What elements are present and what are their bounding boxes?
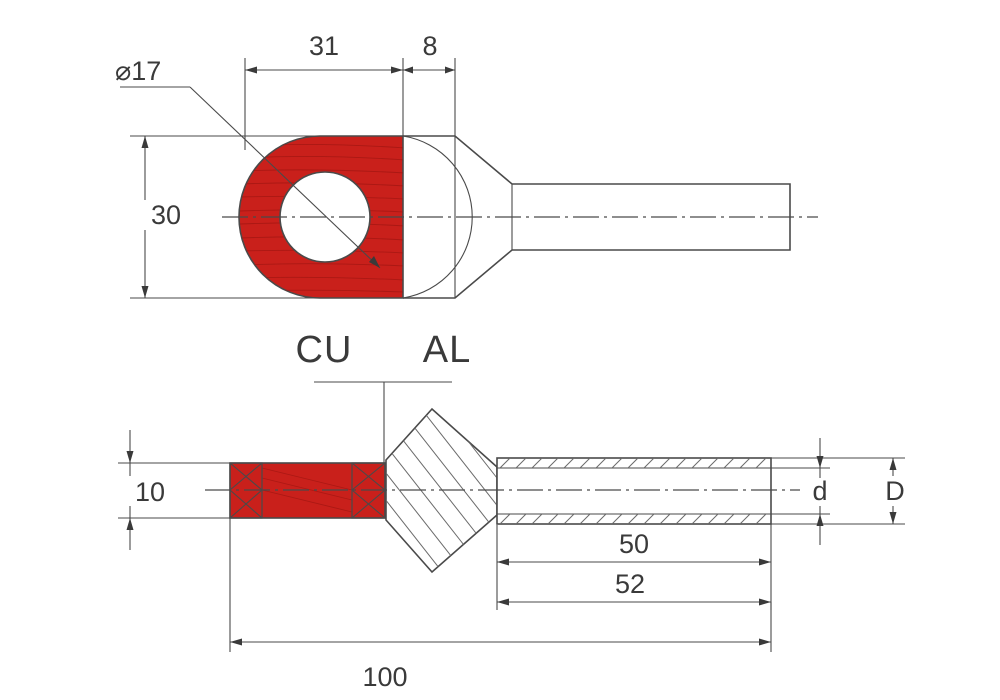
dim-palm-length: 31 bbox=[309, 31, 339, 61]
side-view: 10 d D 50 52 100 bbox=[118, 407, 907, 692]
copper-flat-grain bbox=[261, 467, 353, 513]
top-view: 31 8 30 ⌀17 bbox=[115, 31, 818, 299]
material-labels: CU AL bbox=[296, 329, 471, 463]
dim-barrel-outer: 52 bbox=[615, 569, 645, 599]
barrel-tube bbox=[496, 457, 772, 525]
dim-hole-diameter: ⌀17 bbox=[115, 56, 161, 86]
dim-palm-width: 30 bbox=[151, 200, 181, 230]
dim-thickness: 10 bbox=[135, 477, 165, 507]
dim-outer-diameter: D bbox=[885, 476, 905, 506]
dim-transition-length: 8 bbox=[422, 31, 437, 61]
label-cu: CU bbox=[296, 329, 353, 371]
dim-overall-length: 100 bbox=[362, 662, 407, 692]
dim-inner-diameter: d bbox=[812, 476, 827, 506]
copper-end-hatch-right bbox=[351, 462, 386, 519]
label-al: AL bbox=[423, 329, 471, 371]
dim-barrel-inner: 50 bbox=[619, 529, 649, 559]
